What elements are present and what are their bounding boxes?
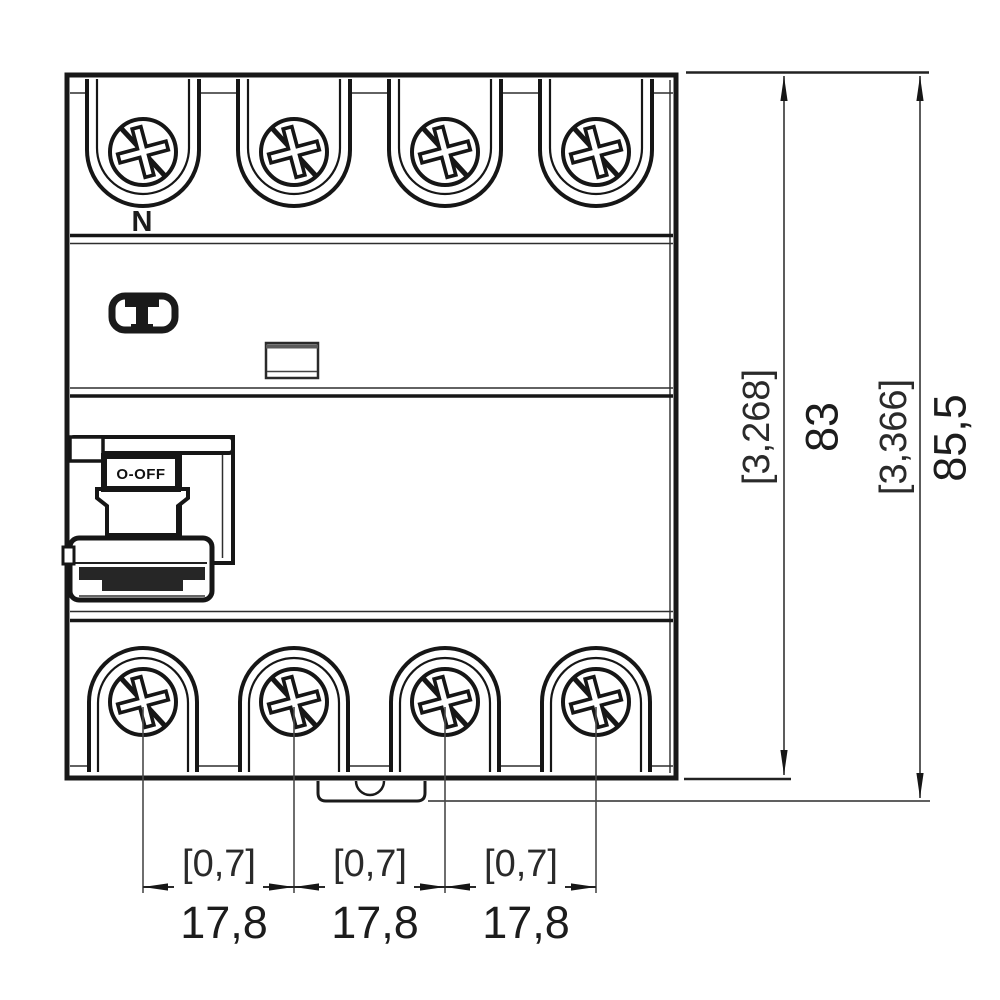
dim-body-height-mm: 83 xyxy=(797,402,848,452)
arrow-down-icon xyxy=(916,773,924,798)
dimension-body-height: [3,268] 83 xyxy=(736,76,848,775)
dim-pitch-1-inches: [0,7] xyxy=(182,843,256,885)
arrow-left-icon xyxy=(294,883,319,891)
dimension-pole-pitch-3: [0,7] 17,8 xyxy=(445,843,596,948)
arrow-right-icon xyxy=(269,883,294,891)
terminal-pocket xyxy=(387,79,503,208)
terminal-pocket xyxy=(538,79,654,208)
phillips-screw-icon xyxy=(412,119,478,185)
device-body: N O-OFF xyxy=(61,72,679,803)
din-rail-clip xyxy=(316,780,427,803)
section-dividers xyxy=(70,233,673,623)
arrow-up-icon xyxy=(780,76,788,101)
arrow-down-icon xyxy=(780,750,788,775)
switch-left-tab xyxy=(61,545,76,566)
arrow-left-icon xyxy=(445,883,470,891)
dim-pitch-3-mm: 17,8 xyxy=(482,897,570,948)
dim-overall-height-inches: [3,366] xyxy=(873,379,915,495)
arrow-right-icon xyxy=(571,883,596,891)
dim-pitch-2-inches: [0,7] xyxy=(333,843,407,885)
dimension-pole-pitch-1: [0,7] 17,8 xyxy=(143,843,294,948)
switch-state-window xyxy=(101,453,181,492)
dim-body-height-inches: [3,268] xyxy=(736,369,778,485)
dim-pitch-1-mm: 17,8 xyxy=(180,897,268,948)
dimension-annotations: [3,268] 83 [3,366] 85,5 [0,7] 17,8 xyxy=(142,71,976,948)
dim-overall-height-mm: 85,5 xyxy=(925,394,976,482)
phillips-screw-icon xyxy=(261,119,327,185)
toggle-switch: O-OFF xyxy=(61,435,235,603)
terminal-pocket xyxy=(236,79,352,208)
arrow-right-icon xyxy=(420,883,445,891)
terminal-pocket xyxy=(85,79,201,208)
neutral-terminal-label: N xyxy=(132,206,153,238)
switch-neck xyxy=(95,487,190,537)
arrow-left-icon xyxy=(143,883,168,891)
dimension-overall-height: [3,366] 85,5 xyxy=(873,76,976,798)
switch-left-post xyxy=(68,435,105,463)
dim-pitch-3-inches: [0,7] xyxy=(484,843,558,885)
switch-state-label: O-OFF xyxy=(116,466,165,483)
dim-pitch-2-mm: 17,8 xyxy=(331,897,419,948)
test-button xyxy=(108,292,179,334)
dimension-pole-pitch-2: [0,7] 17,8 xyxy=(294,843,445,948)
arrow-up-icon xyxy=(916,76,924,101)
phillips-screw-icon xyxy=(563,119,629,185)
indicator-window xyxy=(264,341,320,380)
top-terminals: N xyxy=(85,79,654,238)
phillips-screw-icon xyxy=(110,119,176,185)
switch-handle-grip xyxy=(79,567,205,591)
